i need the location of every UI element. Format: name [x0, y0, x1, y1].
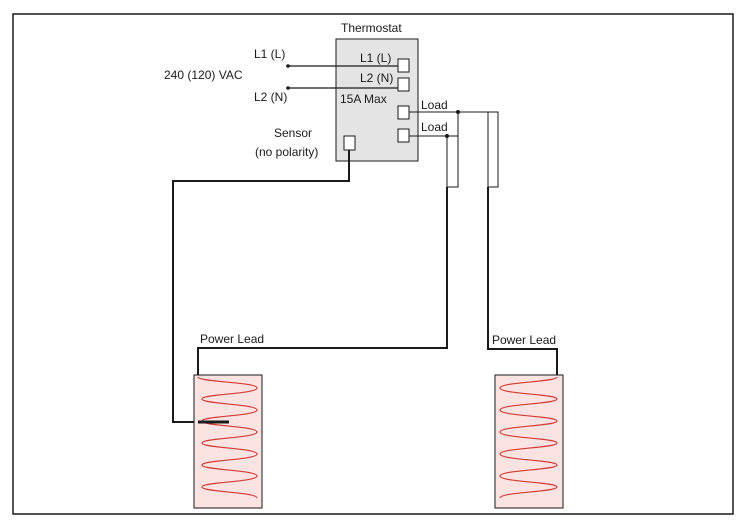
supply-l2-label: L2 (N) — [254, 90, 287, 104]
terminal-load-2 — [397, 128, 410, 143]
load-1-label: Load — [421, 98, 448, 112]
right-power-lead-label: Power Lead — [492, 333, 556, 347]
sensor-label-line2: (no polarity) — [255, 145, 318, 159]
thermostat: Thermostat L1 (L) L2 (N) 15A Max — [335, 21, 419, 162]
supply-l1-label: L1 (L) — [254, 47, 285, 61]
load-junction-1 — [456, 110, 460, 114]
thermostat-title: Thermostat — [341, 21, 402, 35]
thermostat-terminal-l2-label: L2 (N) — [360, 71, 393, 85]
thermostat-terminal-l1-label: L1 (L) — [360, 51, 391, 65]
terminal-l1 — [397, 58, 410, 73]
heating-coil-left — [197, 376, 258, 499]
diagram-frame — [12, 13, 734, 515]
heating-coil-right — [499, 376, 558, 499]
terminal-l2 — [397, 77, 410, 92]
sensor-lead-wire — [172, 150, 350, 423]
load-junction-2 — [445, 134, 449, 138]
load-1-wire — [409, 111, 499, 188]
power-lead-right-wire — [487, 187, 558, 375]
power-lead-left-wire — [197, 187, 448, 375]
terminal-load-1 — [397, 105, 410, 120]
heating-mat-right: Power Lead — [492, 333, 564, 509]
load-2-label: Load — [421, 120, 448, 134]
sensor-label-line1: Sensor — [274, 126, 312, 140]
power-supply: L1 (L) 240 (120) VAC L2 (N) — [164, 47, 398, 104]
heating-mat-left: Power Lead — [193, 332, 264, 509]
terminal-sensor — [343, 135, 356, 151]
load-wiring — [197, 110, 558, 375]
thermostat-rating: 15A Max — [340, 92, 387, 106]
supply-voltage-label: 240 (120) VAC — [164, 68, 243, 82]
left-power-lead-label: Power Lead — [200, 332, 264, 346]
sensor: Sensor (no polarity) — [172, 126, 350, 423]
load-2-wire — [409, 135, 459, 188]
